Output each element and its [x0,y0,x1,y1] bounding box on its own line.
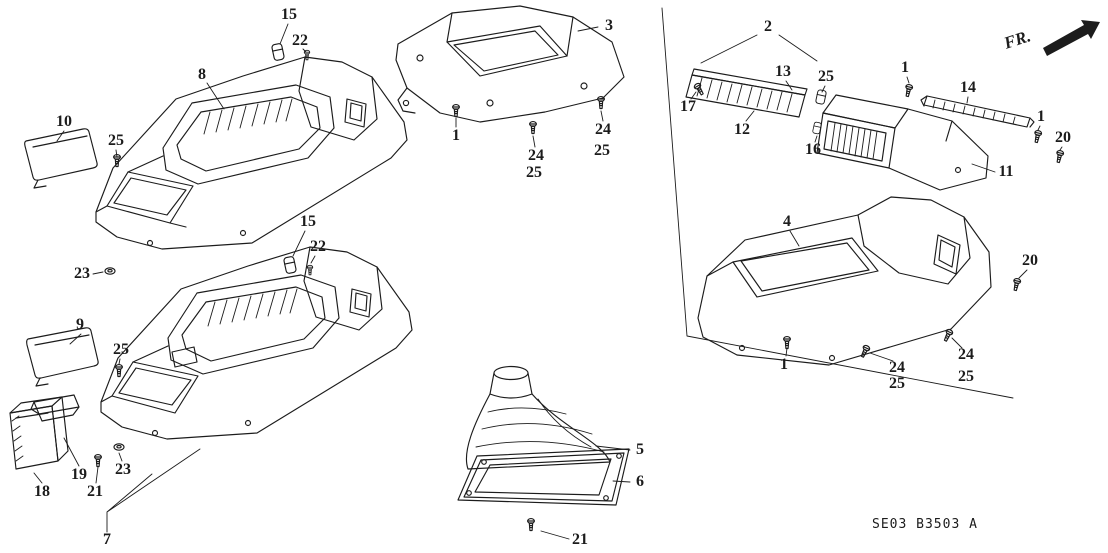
callout-7: 7 [103,531,111,548]
callout-24: 24 [889,359,905,376]
diagram-code-label: SE03 B3503 A [872,517,978,532]
part-6-boot-frame [457,448,630,506]
part-12-13-trim [685,68,808,118]
callout-25: 25 [594,142,610,159]
callout-25: 25 [108,132,124,149]
callout-2: 2 [764,18,772,35]
callout-25: 25 [958,368,974,385]
part-7-lower-console [100,246,413,440]
callout-25: 25 [526,164,542,181]
callout-9: 9 [76,316,84,333]
callout-14: 14 [960,79,976,96]
part-2-bracket-lines [700,34,818,64]
leader-lines [33,23,1063,540]
callout-21: 21 [572,531,588,548]
callout-8: 8 [198,66,206,83]
part-3-rear-cover [395,5,625,123]
part-11-center-panel [816,94,989,191]
callout-21: 21 [87,483,103,500]
part-18-pocket [9,396,69,470]
callout-20: 20 [1055,129,1071,146]
callout-15: 15 [300,213,316,230]
callout-24: 24 [958,346,974,363]
callout-6: 6 [636,473,644,490]
callout-23: 23 [115,461,131,478]
callout-3: 3 [605,17,613,34]
callout-1: 1 [901,59,909,76]
callout-5: 5 [636,441,644,458]
callout-20: 20 [1022,252,1038,269]
callout-25: 25 [818,68,834,85]
callout-1: 1 [780,356,788,373]
part-8-upper-console [95,56,408,250]
part-10-lid [24,128,98,189]
callout-12: 12 [734,121,750,138]
callout-24: 24 [595,121,611,138]
callout-18: 18 [34,483,50,500]
fr-arrow-icon [1043,20,1100,56]
callout-24: 24 [528,147,544,164]
part-5-shift-boot [465,365,611,470]
callout-25: 25 [889,375,905,392]
callout-11: 11 [998,163,1014,180]
callout-25: 25 [113,341,129,358]
part-9-lid [26,327,99,387]
callout-15: 15 [281,6,297,23]
callout-22: 22 [292,32,308,49]
callout-16: 16 [805,141,821,158]
callout-22: 22 [310,238,326,255]
callout-19: 19 [71,466,87,483]
callout-4: 4 [783,213,791,230]
callout-10: 10 [56,113,72,130]
callout-17: 17 [680,98,696,115]
callout-23: 23 [74,265,90,282]
part-19-bracket [30,394,80,422]
callout-13: 13 [775,63,791,80]
part-14-bracket [920,95,1035,128]
part-4-console [697,196,992,366]
callout-1: 1 [452,127,460,144]
callout-1: 1 [1037,108,1045,125]
group-boundary-lines [661,7,1014,399]
